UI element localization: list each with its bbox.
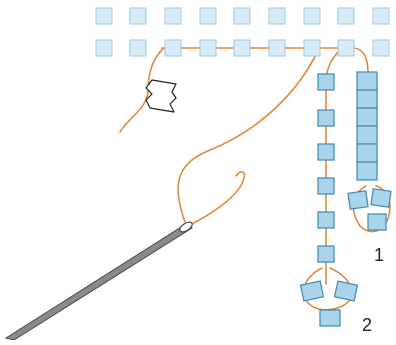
- faded-bead: [199, 7, 217, 25]
- threaded-bead: [164, 39, 182, 57]
- column-bead: [317, 143, 335, 161]
- faded-bead: [129, 7, 147, 25]
- thread-tail: [119, 47, 165, 133]
- thread-needle-loop: [187, 170, 246, 227]
- step-label-2: 2: [362, 315, 373, 335]
- faded-bead: [233, 7, 251, 25]
- faded-bead: [268, 7, 286, 25]
- stacked-bead: [356, 107, 378, 127]
- unthreaded-bead: [95, 39, 113, 57]
- bead-row: [95, 39, 390, 57]
- column-bead: [317, 109, 335, 127]
- column-bead: [317, 211, 335, 229]
- bead-column-right: [356, 71, 378, 181]
- faded-bead: [95, 7, 113, 25]
- bead-cluster-step-1: [347, 188, 392, 231]
- faded-bead: [303, 7, 321, 25]
- faded-bead-row: [95, 7, 390, 25]
- cluster-bead: [333, 280, 359, 302]
- faded-bead: [337, 7, 355, 25]
- thread-right-entry: [351, 47, 369, 75]
- cluster-bead: [370, 188, 392, 208]
- column-bead: [317, 245, 335, 263]
- faded-bead: [164, 7, 182, 25]
- threaded-bead: [268, 39, 286, 57]
- unthreaded-bead: [129, 39, 147, 57]
- stacked-bead: [356, 143, 378, 163]
- column-bead: [317, 177, 335, 195]
- cluster-bead: [367, 213, 387, 231]
- thread-to-needle: [177, 49, 319, 223]
- threaded-bead: [233, 39, 251, 57]
- stacked-bead: [356, 161, 378, 181]
- stacked-bead: [356, 125, 378, 145]
- stacked-bead: [356, 89, 378, 109]
- tape-icon: [145, 79, 177, 113]
- threaded-bead: [199, 39, 217, 57]
- bead-column-left: [317, 73, 335, 263]
- threaded-bead: [337, 39, 355, 57]
- unthreaded-bead: [372, 39, 390, 57]
- cluster-bead: [319, 309, 341, 327]
- needle-icon: [4, 221, 193, 341]
- cluster-bead: [347, 190, 369, 210]
- faded-bead: [372, 7, 390, 25]
- cluster-bead: [299, 280, 325, 302]
- column-bead: [317, 73, 335, 91]
- stacked-bead: [356, 71, 378, 91]
- threaded-bead: [303, 39, 321, 57]
- bead-cluster-step-2: [299, 280, 359, 327]
- step-label-1: 1: [374, 245, 385, 265]
